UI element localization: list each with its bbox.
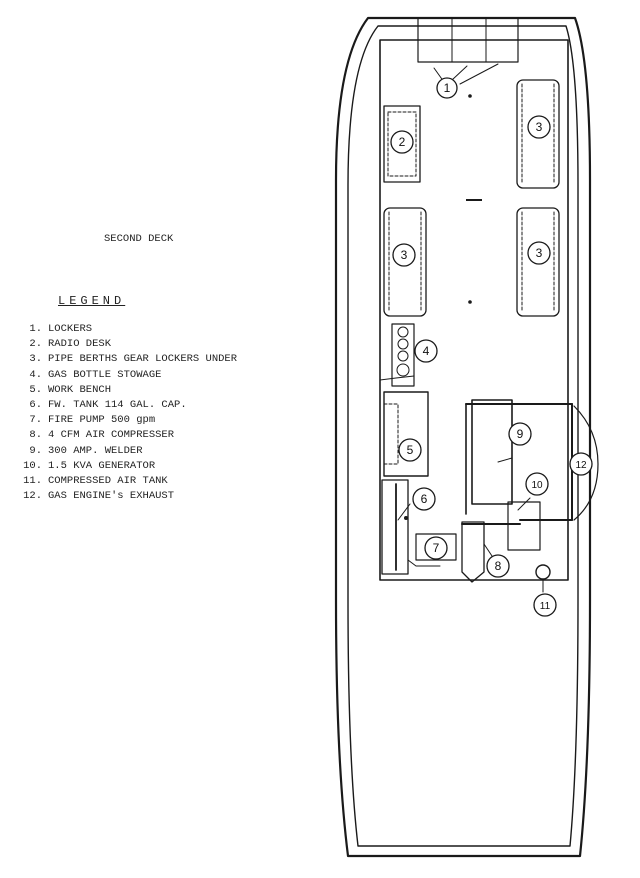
callout-10 <box>525 472 549 496</box>
radio-desk <box>383 105 421 183</box>
work-bench <box>383 391 429 477</box>
legend-text: FIRE PUMP 500 gpm <box>48 414 156 427</box>
hull-outer <box>334 16 592 858</box>
callout-3 <box>392 243 416 267</box>
callout-6 <box>412 487 436 511</box>
legend-number: 7. <box>29 414 42 427</box>
generator <box>507 501 541 551</box>
callout-label: 2 <box>399 135 406 149</box>
hull-inner <box>347 25 579 847</box>
fw-tank <box>381 479 409 575</box>
exhaust-line <box>573 405 599 521</box>
callout-label: 3 <box>536 120 543 134</box>
legend-number: 6. <box>29 398 42 411</box>
legend-item: 12. GAS ENGINE's EXHAUST <box>4 489 237 504</box>
pipe-berth <box>516 207 560 317</box>
legend-number: 11. <box>23 474 42 487</box>
callout-9 <box>508 422 532 446</box>
legend-text: 300 AMP. WELDER <box>48 444 143 457</box>
callout-label: 10 <box>531 480 543 491</box>
legend-list: 1. LOCKERS 2. RADIO DESK 3. PIPE BERTHS GEA… <box>4 322 237 504</box>
callout-label: 1 <box>444 81 451 95</box>
callout-3 <box>527 115 551 139</box>
legend-item: 11. COMPRESSED AIR TANK <box>4 474 237 489</box>
legend-item: 6. FW. TANK 114 GAL. CAP. <box>4 398 237 413</box>
compressed-air-tank <box>535 564 551 580</box>
callout-label: 4 <box>423 344 430 358</box>
callout-2 <box>390 130 414 154</box>
legend-item: 7. FIRE PUMP 500 gpm <box>4 413 237 428</box>
legend-item: 4. GAS BOTTLE STOWAGE <box>4 368 237 383</box>
callout-8 <box>486 554 510 578</box>
legend-number: 1. <box>29 323 42 335</box>
legend-text: GAS BOTTLE STOWAGE <box>48 368 162 381</box>
air-compressor <box>461 521 485 583</box>
legend-number: 12. <box>23 490 42 503</box>
callout-3 <box>527 241 551 265</box>
callout-1 <box>436 77 458 99</box>
legend-text: PIPE BERTHS GEAR LOCKERS UNDER <box>48 353 238 366</box>
legend-text: RADIO DESK <box>48 338 112 351</box>
callout-label: 12 <box>575 460 587 471</box>
legend-text: WORK BENCH <box>48 383 112 396</box>
deck-title: SECOND DECK <box>104 233 174 245</box>
callout-label: 6 <box>421 492 428 506</box>
callout-12 <box>569 452 593 476</box>
callout-label: 9 <box>517 427 524 441</box>
legend-text: COMPRESSED AIR TANK <box>48 474 168 487</box>
legend-number: 10. <box>23 459 42 472</box>
legend-number: 9. <box>29 444 42 457</box>
legend-item: 8. 4 CFM AIR COMPRESSER <box>4 428 237 443</box>
pipe-berth <box>516 79 560 189</box>
legend-number: 3. <box>29 353 42 366</box>
legend-item: 3. PIPE BERTHS GEAR LOCKERS UNDER <box>4 352 237 367</box>
callout-11 <box>533 593 557 617</box>
legend-text: LOCKERS <box>48 323 93 335</box>
legend-number: 2. <box>29 338 42 351</box>
legend-item: 1. LOCKERS <box>4 322 237 337</box>
callout-label: 3 <box>536 246 543 260</box>
callout-7 <box>424 536 448 560</box>
legend-item: 2. RADIO DESK <box>4 337 237 352</box>
legend-title: LEGEND <box>58 294 126 308</box>
callout-5 <box>398 438 422 462</box>
callout-label: 8 <box>495 559 502 573</box>
callout-4 <box>414 339 438 363</box>
legend-item: 10. 1.5 KVA GENERATOR <box>4 459 237 474</box>
gas-bottle-stowage <box>391 323 415 387</box>
legend-number: 5. <box>29 383 42 396</box>
welder <box>471 399 513 505</box>
callout-label: 3 <box>401 248 408 262</box>
legend-text: 1.5 KVA GENERATOR <box>48 459 156 472</box>
legend-item: 9. 300 AMP. WELDER <box>4 444 237 459</box>
callout-label: 5 <box>407 443 414 457</box>
legend-number: 8. <box>29 429 42 442</box>
legend-text: FW. TANK 114 GAL. CAP. <box>48 398 187 411</box>
fire-pump <box>415 533 457 561</box>
legend-text: GAS ENGINE's EXHAUST <box>48 490 175 503</box>
callout-label: 7 <box>433 541 440 555</box>
legend-text: 4 CFM AIR COMPRESSER <box>48 429 175 442</box>
legend-number: 4. <box>29 368 42 381</box>
legend-item: 5. WORK BENCH <box>4 383 237 398</box>
callout-label: 11 <box>540 601 551 612</box>
pipe-berth <box>383 207 427 317</box>
